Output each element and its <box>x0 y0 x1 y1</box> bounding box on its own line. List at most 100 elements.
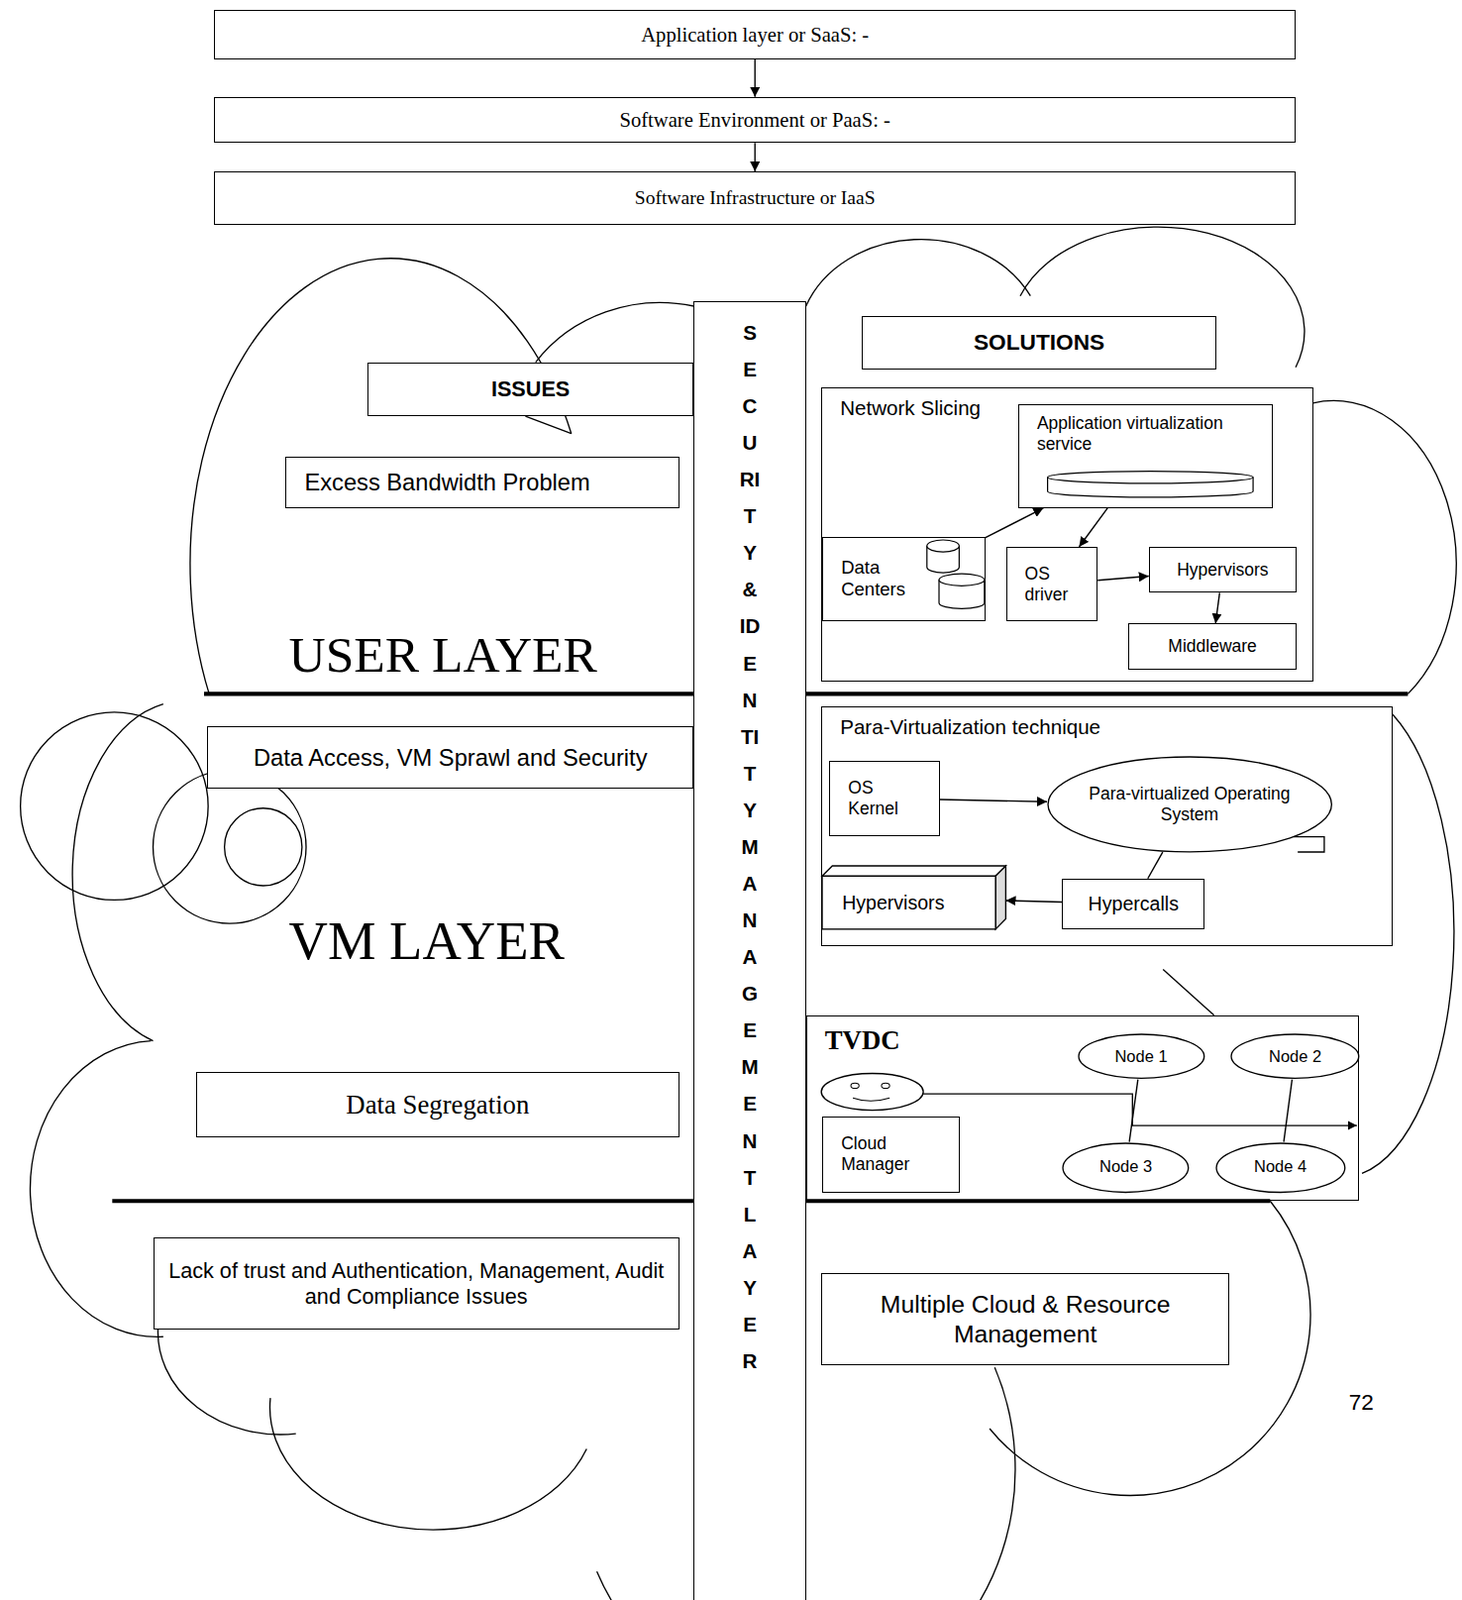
layer-title: VM LAYER <box>288 911 565 971</box>
manager-arrow <box>923 1093 1358 1126</box>
node-text: Hypervisors <box>1176 559 1268 581</box>
page-number: 72 <box>1349 1389 1374 1415</box>
issue-box: Lack of trust and Authentication, Manage… <box>153 1237 680 1330</box>
node-text: Node 1 <box>1114 1046 1167 1067</box>
node-text: ISSUES <box>491 376 570 403</box>
cloud-arc <box>29 1041 163 1338</box>
ellipse-outline <box>1078 1034 1205 1078</box>
cloud-arc <box>535 302 695 362</box>
connector <box>1215 592 1220 624</box>
cloud-arc <box>1313 400 1458 694</box>
node-text: Node 3 <box>1099 1156 1152 1177</box>
cloud-node: Node 2 <box>1230 1033 1360 1079</box>
node-text: Software Environment or PaaS: - <box>620 107 891 133</box>
cloud-arc <box>269 1397 587 1530</box>
kernel-box: OS Kernel <box>829 760 940 836</box>
cloud-circle <box>153 770 307 924</box>
cloud-arc <box>1162 968 1214 1015</box>
manager-box: Cloud Manager <box>822 1116 960 1193</box>
smiley-eye <box>850 1082 859 1088</box>
heading-box: SOLUTIONS <box>861 315 1216 370</box>
ellipse-outline <box>1216 1143 1346 1192</box>
solution-group: Para-Virtualization technique OS Kernel Pa… <box>821 706 1393 946</box>
connector <box>1283 1079 1292 1143</box>
cloud-arc <box>72 704 164 1042</box>
node-text: Data Access, VM Sprawl and Security <box>253 743 648 772</box>
cloud-arc <box>157 1326 296 1435</box>
node-text: Data Centers <box>840 556 936 602</box>
node-text: Application virtualization service <box>1037 413 1255 455</box>
smiley-mouth <box>852 1097 890 1101</box>
node-text: Middleware <box>1167 635 1256 657</box>
node-text: Data Segregation <box>345 1088 529 1121</box>
cloud-circle <box>20 712 209 901</box>
cloud-node: Node 3 <box>1061 1142 1190 1194</box>
service-layer-box: Software Infrastructure or IaaS <box>213 171 1296 225</box>
connector <box>1148 851 1163 879</box>
ellipse-outline <box>1062 1143 1189 1192</box>
cube-side <box>995 865 1006 930</box>
solution-group: TVDC Cloud Manager Node 1 Node 2 Node 3 Node … <box>806 1015 1359 1201</box>
node-text: TVDC <box>825 1024 901 1056</box>
solution-group: Network SlicingApplication virtualizatio… <box>821 387 1313 682</box>
node-text: Node 4 <box>1253 1156 1307 1177</box>
node-text: SECURITY & IDENTITY MANAGEMENT LAYER <box>739 313 761 1379</box>
node-text: SOLUTIONS <box>973 328 1105 356</box>
issue-box: Data Segregation <box>196 1071 680 1139</box>
connector <box>1078 508 1108 547</box>
service-layer-box: Application layer or SaaS: - <box>213 9 1296 59</box>
datacenter-box: Data Centers <box>822 536 986 622</box>
middleware-box: Middleware <box>1128 623 1297 669</box>
cube-front <box>822 876 996 931</box>
cloud-node: Node 4 <box>1215 1142 1347 1194</box>
solution-box: Multiple Cloud & Resource Management <box>821 1272 1230 1365</box>
node-text: Cloud Manager <box>840 1133 941 1175</box>
connector <box>1129 1079 1139 1143</box>
hypervisor-box: Hypervisors <box>1148 546 1297 593</box>
node-text: Software Infrastructure or IaaS <box>634 186 876 209</box>
cylinder-top <box>939 573 985 586</box>
connector <box>1006 900 1063 903</box>
node-text: Hypercalls <box>1088 892 1179 916</box>
node-text: Excess Bandwidth Problem <box>304 468 590 497</box>
ellipse-outline <box>1047 756 1332 852</box>
hypercall-box: Hypercalls <box>1061 878 1205 931</box>
node-text: Node 2 <box>1268 1046 1322 1067</box>
os-bubble: Para-virtualized Operating System <box>1046 755 1333 853</box>
layer-title: USER LAYER <box>288 626 597 684</box>
cloud-outline <box>20 226 1457 1600</box>
cylinder-top <box>927 539 960 552</box>
connector <box>939 799 1047 802</box>
issue-box: Excess Bandwidth Problem <box>285 456 680 509</box>
connector <box>1097 575 1149 580</box>
node-text: Lack of trust and Authentication, Manage… <box>162 1257 671 1310</box>
service-box: Application virtualization service <box>1018 404 1274 509</box>
node-text: Hypervisors <box>841 891 944 915</box>
node-text: Para-Virtualization technique <box>839 715 1101 740</box>
node-text: Para-virtualized Operating System <box>1087 783 1292 826</box>
bubble-tail <box>1293 836 1325 852</box>
cloud-arc <box>806 239 1032 307</box>
smiley-head <box>821 1073 924 1111</box>
hypervisor-cube: Hypervisors <box>822 865 1006 930</box>
cube-top <box>822 865 1006 876</box>
layer-divider <box>204 691 1408 696</box>
heading-box: ISSUES <box>367 362 695 418</box>
cylinder-top <box>1047 471 1254 484</box>
smiley-face <box>821 1073 924 1111</box>
ellipse-outline <box>1231 1034 1359 1078</box>
connector <box>753 142 755 172</box>
cloud-node: Node 1 <box>1077 1033 1206 1079</box>
node-text: OS driver <box>1025 563 1080 606</box>
connector <box>753 59 755 98</box>
issue-box: Data Access, VM Sprawl and Security <box>207 726 694 789</box>
service-layer-box: Software Environment or PaaS: - <box>213 97 1296 143</box>
cloud-arc <box>597 1366 1016 1600</box>
driver-box: OS driver <box>1006 546 1099 622</box>
node-text: Network Slicing <box>839 396 981 421</box>
node-text: OS Kernel <box>847 777 921 820</box>
cloud-arc <box>1361 714 1455 1173</box>
connector <box>985 508 1044 538</box>
node-text: Multiple Cloud & Resource Management <box>830 1289 1221 1349</box>
